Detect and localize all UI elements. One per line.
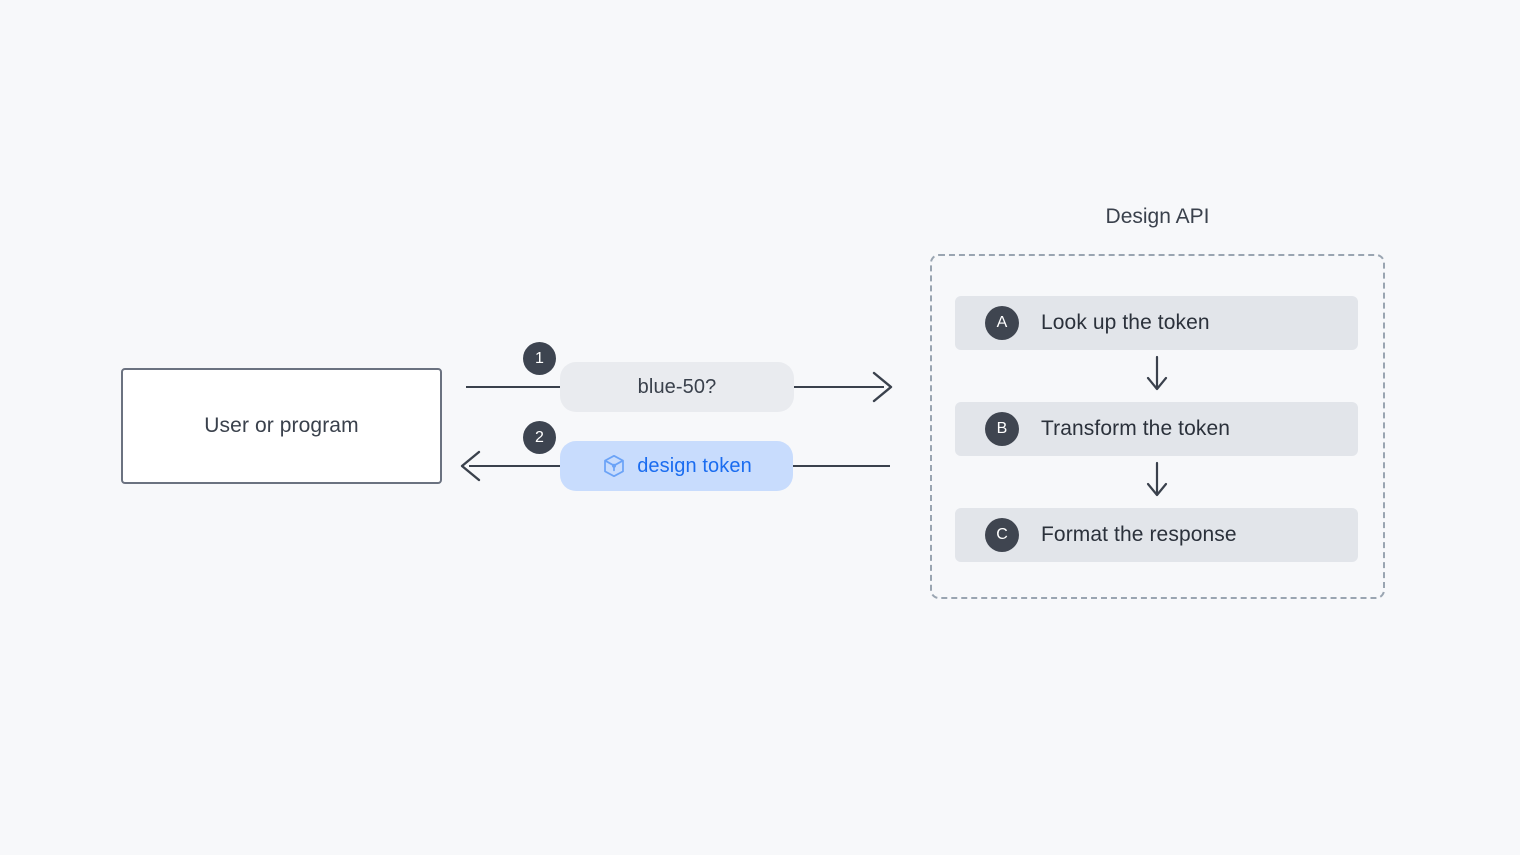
step-label-a: Look up the token (1041, 311, 1210, 334)
step-list: A Look up the token B Transform the toke… (955, 296, 1358, 562)
request-line-left-segment (466, 386, 564, 388)
step-number-badge-1-label: 1 (535, 349, 544, 367)
message-pill-response-label: design token (637, 454, 752, 477)
step-badge-a-label: A (996, 314, 1008, 331)
step-connector-a-to-b (955, 350, 1358, 402)
actor-box-user-or-program: User or program (121, 368, 442, 484)
cube-icon (601, 453, 627, 479)
actor-label: User or program (204, 414, 359, 437)
response-line-left-segment (469, 465, 564, 467)
step-label-b: Transform the token (1041, 417, 1231, 440)
step-label-c: Format the response (1041, 523, 1237, 546)
step-badge-a: A (985, 306, 1019, 340)
group-title: Design API (1105, 205, 1210, 228)
step-row-b: B Transform the token (955, 402, 1358, 456)
step-connector-b-to-c (955, 456, 1358, 508)
step-number-badge-2-label: 2 (535, 428, 544, 446)
step-badge-b: B (985, 412, 1019, 446)
arrow-down-icon (1144, 460, 1170, 505)
response-line-right-segment (789, 465, 890, 467)
step-number-badge-2: 2 (523, 421, 556, 454)
arrow-down-icon (1144, 354, 1170, 399)
message-pill-response: design token (560, 441, 793, 491)
step-row-c: C Format the response (955, 508, 1358, 562)
step-number-badge-1: 1 (523, 342, 556, 375)
request-line-right-segment (790, 386, 884, 388)
step-row-a: A Look up the token (955, 296, 1358, 350)
step-badge-c-label: C (996, 526, 1008, 543)
group-container-design-api (930, 254, 1385, 599)
message-pill-request: blue-50? (560, 362, 794, 412)
step-badge-b-label: B (996, 420, 1008, 437)
message-pill-request-label: blue-50? (637, 375, 717, 398)
step-badge-c: C (985, 518, 1019, 552)
